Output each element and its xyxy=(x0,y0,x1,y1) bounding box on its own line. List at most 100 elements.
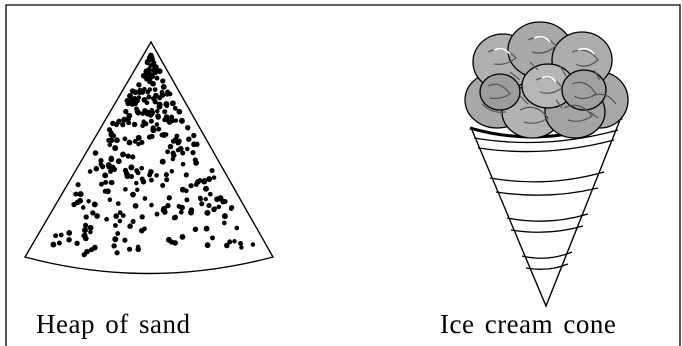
sand-grain xyxy=(57,241,62,246)
cone-body xyxy=(472,120,620,306)
sand-grain xyxy=(156,127,161,132)
sand-grain xyxy=(127,223,133,229)
sand-grain xyxy=(170,100,176,106)
sand-grain xyxy=(212,175,216,179)
sand-grain xyxy=(194,142,199,147)
sand-grain xyxy=(136,142,140,146)
sand-grain xyxy=(232,239,237,244)
sand-grain xyxy=(134,181,138,185)
sand-grain xyxy=(124,173,130,179)
sand-grain xyxy=(112,167,117,172)
sand-grain xyxy=(130,192,136,198)
sand-grain xyxy=(170,118,175,123)
sand-grain xyxy=(204,226,210,232)
sand-grain xyxy=(146,95,151,100)
sand-grain xyxy=(206,203,211,208)
sand-grain xyxy=(109,156,114,161)
sand-grain xyxy=(78,191,84,197)
sand-grain xyxy=(123,187,128,192)
sand-grain xyxy=(179,210,184,215)
sand-grain xyxy=(137,90,142,95)
sand-grain xyxy=(166,237,172,243)
sand-grain xyxy=(168,92,173,97)
sand-grain xyxy=(123,109,128,114)
sand-grain xyxy=(123,168,128,173)
sand-grain xyxy=(204,210,210,216)
sand-grain xyxy=(134,106,139,111)
sand-grain xyxy=(184,197,189,202)
sand-grain xyxy=(193,160,199,166)
sand-grain xyxy=(160,159,166,165)
sand-grain xyxy=(165,149,170,154)
sand-grain xyxy=(160,90,165,95)
sand-grain xyxy=(189,207,194,212)
sand-grain xyxy=(229,205,234,210)
sand-grain xyxy=(127,247,132,252)
sand-grain xyxy=(161,132,167,138)
sand-grain xyxy=(149,178,154,183)
sand-grain xyxy=(153,87,158,92)
sand-grain xyxy=(132,122,137,127)
sand-grain xyxy=(139,166,144,171)
sand-grain xyxy=(107,127,112,132)
sand-grain xyxy=(86,199,91,204)
sand-grain xyxy=(118,219,123,224)
sand-grain xyxy=(155,212,160,217)
sand-grain xyxy=(210,168,215,173)
sand-grain xyxy=(66,230,72,236)
sand-grain xyxy=(125,98,130,103)
sand-grain xyxy=(173,106,178,111)
sand-grain xyxy=(50,242,56,248)
sand-grain xyxy=(180,234,186,240)
sand-grain xyxy=(123,136,128,141)
sand-grain xyxy=(92,201,98,207)
sand-grain xyxy=(140,176,145,181)
sand-grain xyxy=(73,192,78,197)
caption-heap-of-sand: Heap of sand xyxy=(36,308,190,340)
sand-grain xyxy=(234,226,239,231)
sand-grain xyxy=(157,102,163,108)
sand-grain xyxy=(76,182,81,187)
sand-grain xyxy=(82,227,88,233)
sand-grain xyxy=(148,53,154,59)
ice-cream-cone-figure xyxy=(465,22,628,306)
sand-grain xyxy=(224,243,230,249)
sand-grain xyxy=(66,237,71,242)
sand-grain xyxy=(102,172,108,178)
sand-grain xyxy=(168,144,174,150)
sand-grain xyxy=(135,188,140,193)
sand-grain xyxy=(83,223,88,228)
sand-grain xyxy=(90,210,95,215)
sand-grain xyxy=(133,203,139,209)
sand-grain xyxy=(99,182,104,187)
sand-grain xyxy=(179,118,185,124)
sand-grain xyxy=(162,109,167,114)
sand-grain xyxy=(217,205,222,210)
sand-grain xyxy=(128,164,134,170)
sand-grain xyxy=(104,217,109,222)
sand-grain xyxy=(113,213,119,219)
sand-grain xyxy=(93,150,99,156)
sand-grain xyxy=(149,203,154,208)
sand-grain xyxy=(140,214,145,219)
sand-grain xyxy=(145,60,150,65)
sand-grain xyxy=(173,137,179,143)
sand-grain xyxy=(143,196,148,201)
caption-ice-cream-cone: Ice cream cone xyxy=(440,308,616,340)
sand-grain xyxy=(84,214,89,219)
sand-grain xyxy=(204,197,208,201)
sand-grain xyxy=(143,121,148,126)
sand-grain xyxy=(149,119,154,124)
sand-grain xyxy=(222,213,228,219)
sand-grain xyxy=(170,169,175,174)
sand-grain xyxy=(147,135,152,140)
sand-grain xyxy=(83,236,89,242)
sand-grain xyxy=(74,241,79,246)
sand-grain xyxy=(126,116,131,121)
sand-grain xyxy=(145,110,150,115)
sand-grain xyxy=(112,236,118,242)
sand-grain xyxy=(120,122,125,127)
sand-grain xyxy=(205,242,211,248)
